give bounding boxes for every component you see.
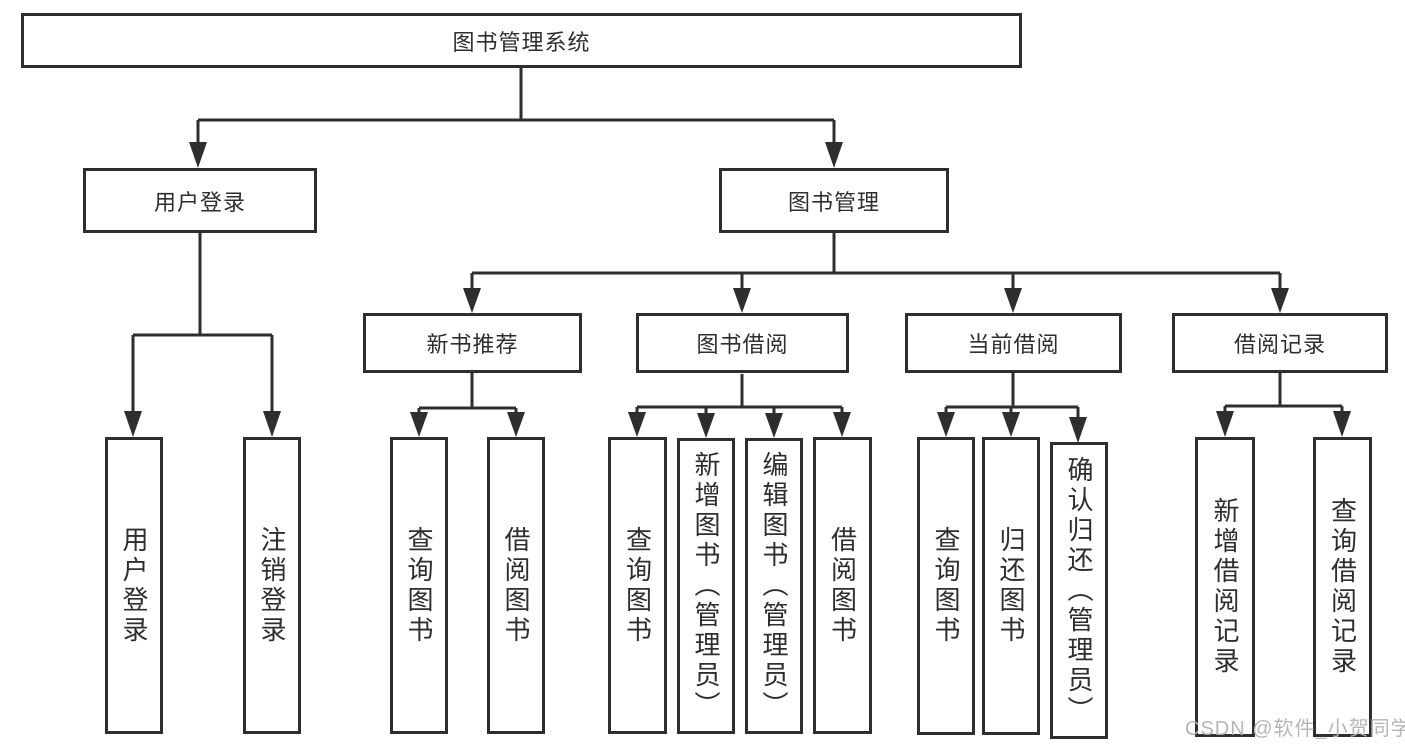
leaf-borrow-query-books: 查询图书 [608, 437, 667, 734]
connector-current-to-leaves [944, 373, 1080, 418]
leaf-borrow-add-books-admin: 新增图书（管理员） [677, 438, 735, 734]
node-user-login: 用户登录 [83, 168, 317, 233]
arrow-down-icon [825, 142, 843, 168]
connector-borrow-to-leaves [635, 374, 844, 414]
leaf-user-login-label: 用户登录 [119, 525, 149, 646]
leaf-current-query-books-label: 查询图书 [931, 526, 961, 646]
leaf-records-query-record: 查询借阅记录 [1313, 437, 1372, 737]
node-new-book-recommendation: 新书推荐 [363, 313, 582, 373]
connector-userlogin-to-leaves [131, 233, 274, 412]
leaf-newbook-query-books-label: 查询图书 [404, 525, 434, 646]
arrow-down-icon [124, 411, 142, 437]
leaf-current-confirm-return-admin-label: 确认归还（管理员） [1064, 455, 1094, 726]
arrow-down-icon [507, 412, 525, 437]
arrow-down-icon [1216, 411, 1234, 437]
connector-newbook-to-leaves [417, 373, 518, 414]
leaf-records-query-record-label: 查询借阅记录 [1327, 497, 1358, 677]
leaf-borrow-edit-books-admin-label: 编辑图书（管理员） [759, 451, 789, 721]
connector-root-to-level2 [196, 68, 836, 144]
leaf-borrow-edit-books-admin: 编辑图书（管理员） [745, 438, 803, 734]
leaf-logout: 注销登录 [243, 437, 301, 734]
leaf-current-return-books: 归还图书 [982, 437, 1040, 735]
leaf-borrow-borrow-books-label: 借阅图书 [827, 525, 858, 646]
arrow-down-icon [1069, 417, 1087, 443]
csdn-watermark: CSDN @软件_小贺同学 [1185, 718, 1405, 740]
leaf-borrow-query-books-label: 查询图书 [622, 525, 653, 646]
leaf-current-confirm-return-admin: 确认归还（管理员） [1050, 442, 1108, 739]
arrow-down-icon [765, 413, 783, 438]
arrow-down-icon [1333, 411, 1351, 437]
leaf-borrow-borrow-books: 借阅图书 [813, 437, 872, 734]
node-current-borrowing: 当前借阅 [905, 313, 1122, 373]
leaf-records-add-record-label: 新增借阅记录 [1210, 497, 1240, 677]
arrow-down-icon [410, 412, 428, 437]
connector-records-to-leaves [1223, 373, 1344, 413]
arrow-down-icon [189, 142, 207, 168]
leaf-user-login: 用户登录 [105, 437, 163, 734]
leaf-records-add-record: 新增借阅记录 [1195, 437, 1255, 737]
arrow-down-icon [697, 413, 715, 438]
leaf-borrow-add-books-admin-label: 新增图书（管理员） [691, 451, 721, 721]
node-book-borrowing: 图书借阅 [636, 313, 849, 373]
node-library-system: 图书管理系统 [21, 13, 1022, 68]
leaf-newbook-borrow-books-label: 借阅图书 [501, 525, 531, 646]
arrow-down-icon [263, 411, 281, 437]
arrowheads [124, 142, 1351, 443]
leaf-newbook-query-books: 查询图书 [390, 437, 448, 734]
leaf-current-return-books-label: 归还图书 [996, 526, 1026, 646]
arrow-down-icon [1002, 412, 1020, 437]
arrow-down-icon [733, 288, 751, 313]
arrow-down-icon [463, 288, 481, 313]
connector-bookmgmt-to-level3 [470, 233, 1282, 290]
node-borrowing-records: 借阅记录 [1172, 313, 1388, 373]
arrow-down-icon [1271, 288, 1289, 313]
arrow-down-icon [1004, 288, 1022, 313]
node-book-management: 图书管理 [719, 168, 949, 233]
leaf-newbook-borrow-books: 借阅图书 [487, 437, 545, 734]
arrow-down-icon [833, 412, 851, 437]
arrow-down-icon [937, 412, 955, 437]
leaf-current-query-books: 查询图书 [917, 437, 975, 735]
leaf-logout-label: 注销登录 [257, 525, 287, 646]
arrow-down-icon [628, 412, 646, 437]
